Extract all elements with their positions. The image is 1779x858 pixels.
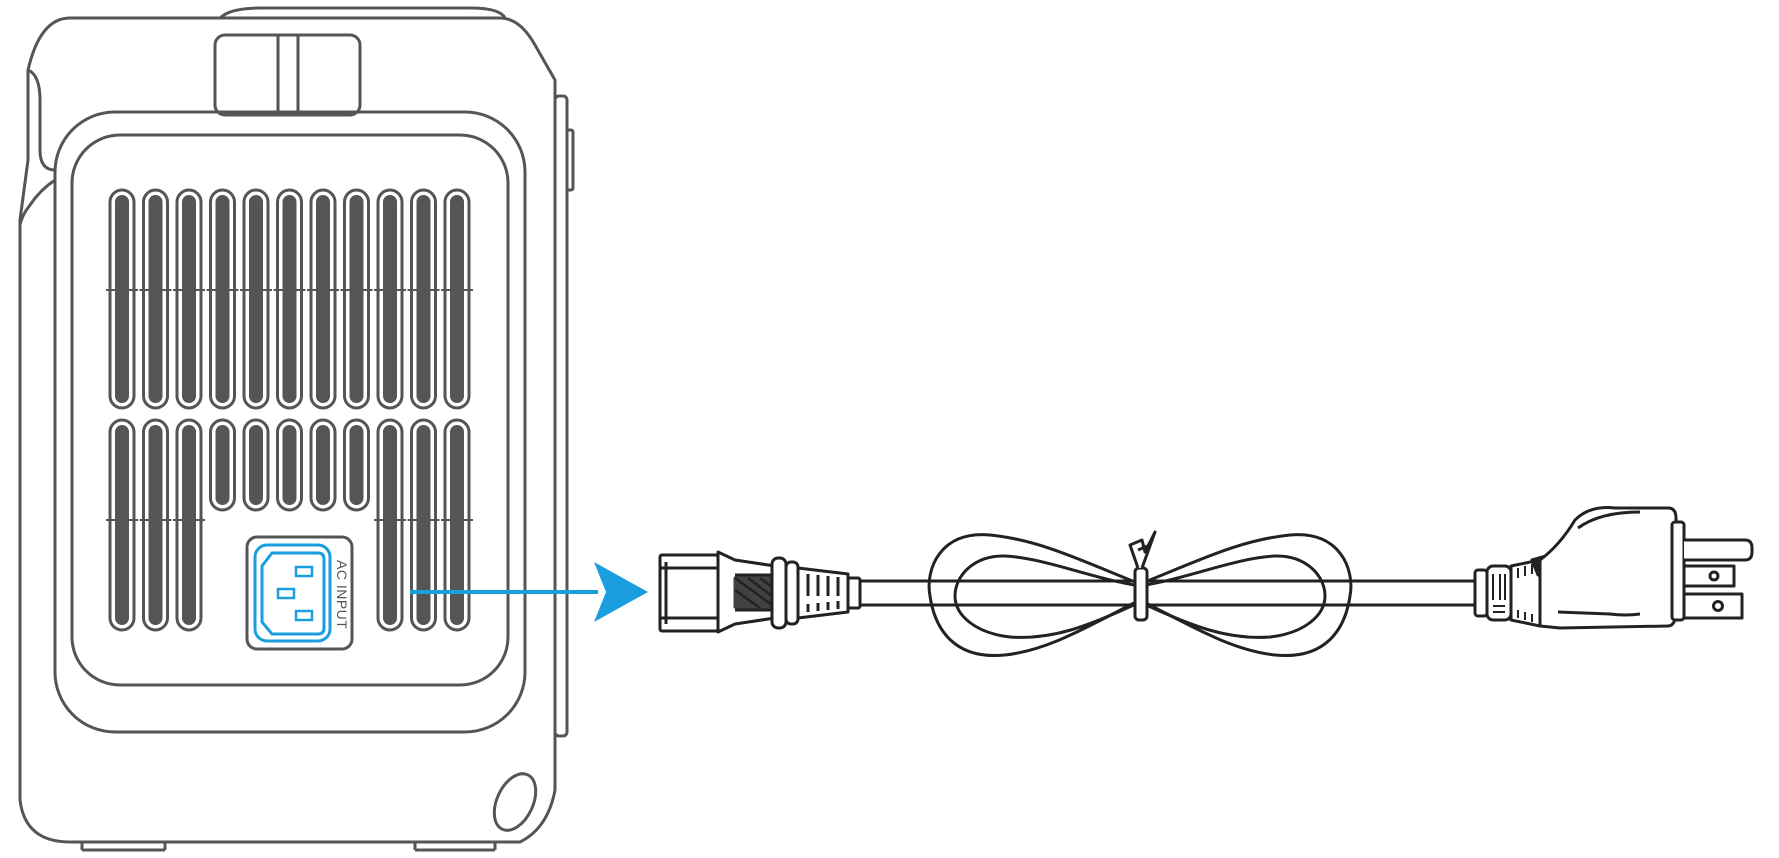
device-rear-panel-inner [70,133,510,687]
vent-slot-lower-shade [182,425,196,625]
vent-slot-upper-shade [115,195,129,403]
vent-slot-upper-shade [182,195,196,403]
vent-slot-lower-shade [215,425,230,505]
vent-slot-upper-shade [383,195,397,403]
vent-slot-lower-shade [416,425,431,625]
vent-slot-upper-shade [282,195,297,403]
vent-slot-lower-shade [115,425,129,625]
vent-slot-lower-shade [316,425,330,505]
power-station [18,6,575,852]
c13-connector [658,550,862,634]
device-vent-grille [106,188,473,632]
ac-port-pin-top [294,565,314,578]
ac-port-pin-bottom [294,609,314,622]
device-rear-panel-outer [53,110,527,734]
device-corner-foot [492,772,538,832]
vent-slot-upper-shade [215,195,230,403]
device-side-strip [553,94,569,738]
cord-loop-right-inner [1139,554,1327,639]
vent-slot-upper-shade [249,195,263,403]
arrow-right-icon [410,562,648,622]
us-plug [1473,506,1754,630]
ac-input-port: AC INPUT [245,535,354,651]
ac-input-label: AC INPUT [334,560,350,629]
vent-slot-upper-shade [416,195,431,403]
ac-port-socket-inner [260,551,326,636]
vent-slot-lower-shade [282,425,297,505]
vent-slot-lower-shade [249,425,263,505]
cord-loop-left [927,533,1141,658]
ac-port-pin-middle [276,587,296,600]
vent-slot-lower-shade [450,425,464,625]
cord-loop-right [1139,533,1353,658]
cable-tie [1128,530,1157,622]
device-side-grip [18,68,57,226]
device-top-ridge [218,6,507,20]
vent-slot-upper-shade [349,195,364,403]
vent-slot-lower-shade [148,425,163,625]
vent-slot-upper-shade [316,195,330,403]
ac-port-frame [245,535,354,651]
device-top-latch [213,33,362,117]
vent-slot-upper-shade [450,195,464,403]
ac-power-cord [658,506,1754,658]
vent-slot-lower-shade [383,425,397,625]
vent-slot-lower-shade [349,425,364,505]
ac-port-socket-outer [253,543,332,643]
device-body-outline [18,16,557,844]
cord-loop-left-inner [953,554,1141,639]
vent-slot-upper-shade [148,195,163,403]
